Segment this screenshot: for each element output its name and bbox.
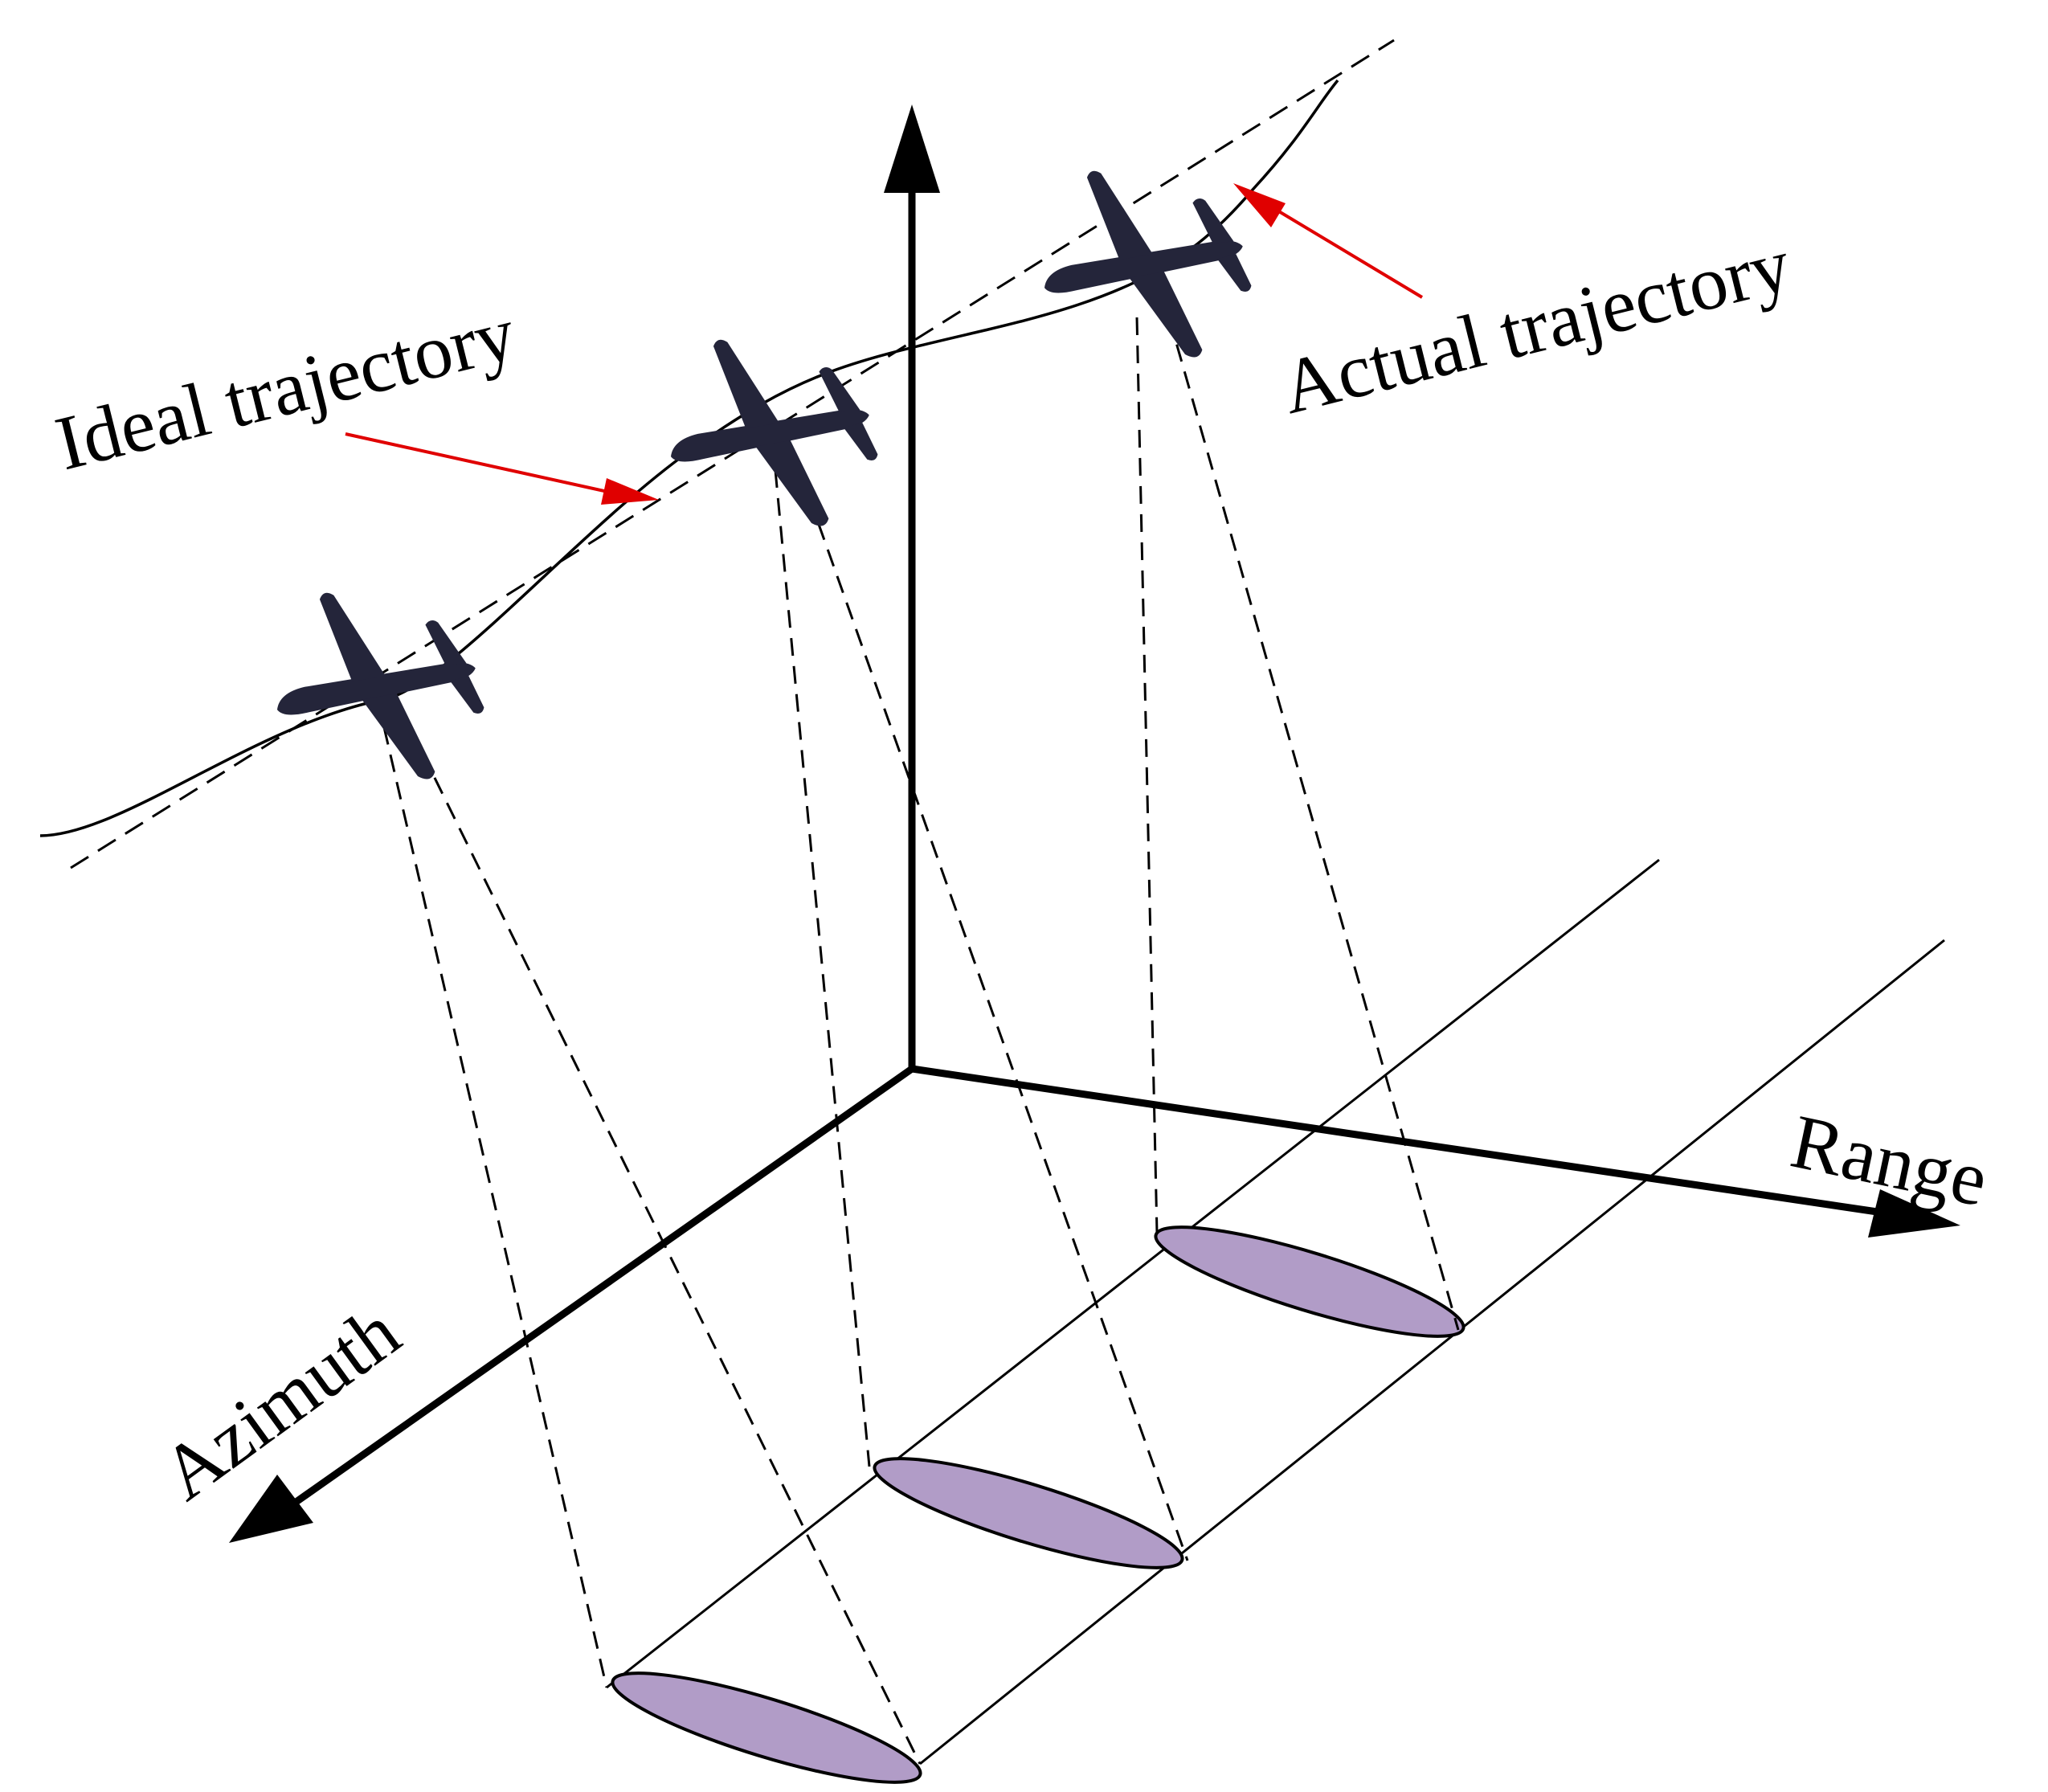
ideal-pointer-head (601, 478, 659, 505)
beam-mid-right (798, 469, 1189, 1561)
ideal-trajectory-line (70, 39, 1395, 869)
ideal-pointer-line (345, 432, 619, 496)
vertical-arrowhead (884, 104, 940, 193)
azimuth-arrowhead (229, 1475, 313, 1543)
range-arrowhead (1868, 1189, 1960, 1238)
footprint-near (611, 1671, 922, 1784)
track-line-left (606, 858, 1660, 1689)
beam-mid-left (774, 469, 871, 1467)
footprint-far (1154, 1225, 1465, 1338)
airplane-icon (1025, 147, 1262, 381)
actual-pointer-line (1260, 199, 1424, 299)
beam-near-left (382, 726, 608, 1688)
actual-trajectory-label: Actual trajectory (1273, 221, 1798, 431)
pointers (345, 183, 1424, 505)
beam-far-right (1167, 317, 1460, 1331)
beam-far-left (1135, 317, 1159, 1234)
range-axis (911, 1065, 1889, 1217)
aircraft-group (258, 147, 1262, 803)
track-line-right (919, 939, 1945, 1765)
beam-lines (382, 317, 1460, 1765)
axes (287, 185, 1889, 1510)
ground-track (606, 858, 1945, 1765)
actual-pointer-head (1233, 183, 1286, 227)
airplane-icon (652, 316, 889, 550)
footprint-mid (873, 1457, 1184, 1569)
footprints (611, 1225, 1465, 1784)
azimuth-axis (287, 1066, 914, 1510)
axis-arrowheads (229, 104, 1960, 1543)
airplane-icon (258, 569, 495, 803)
